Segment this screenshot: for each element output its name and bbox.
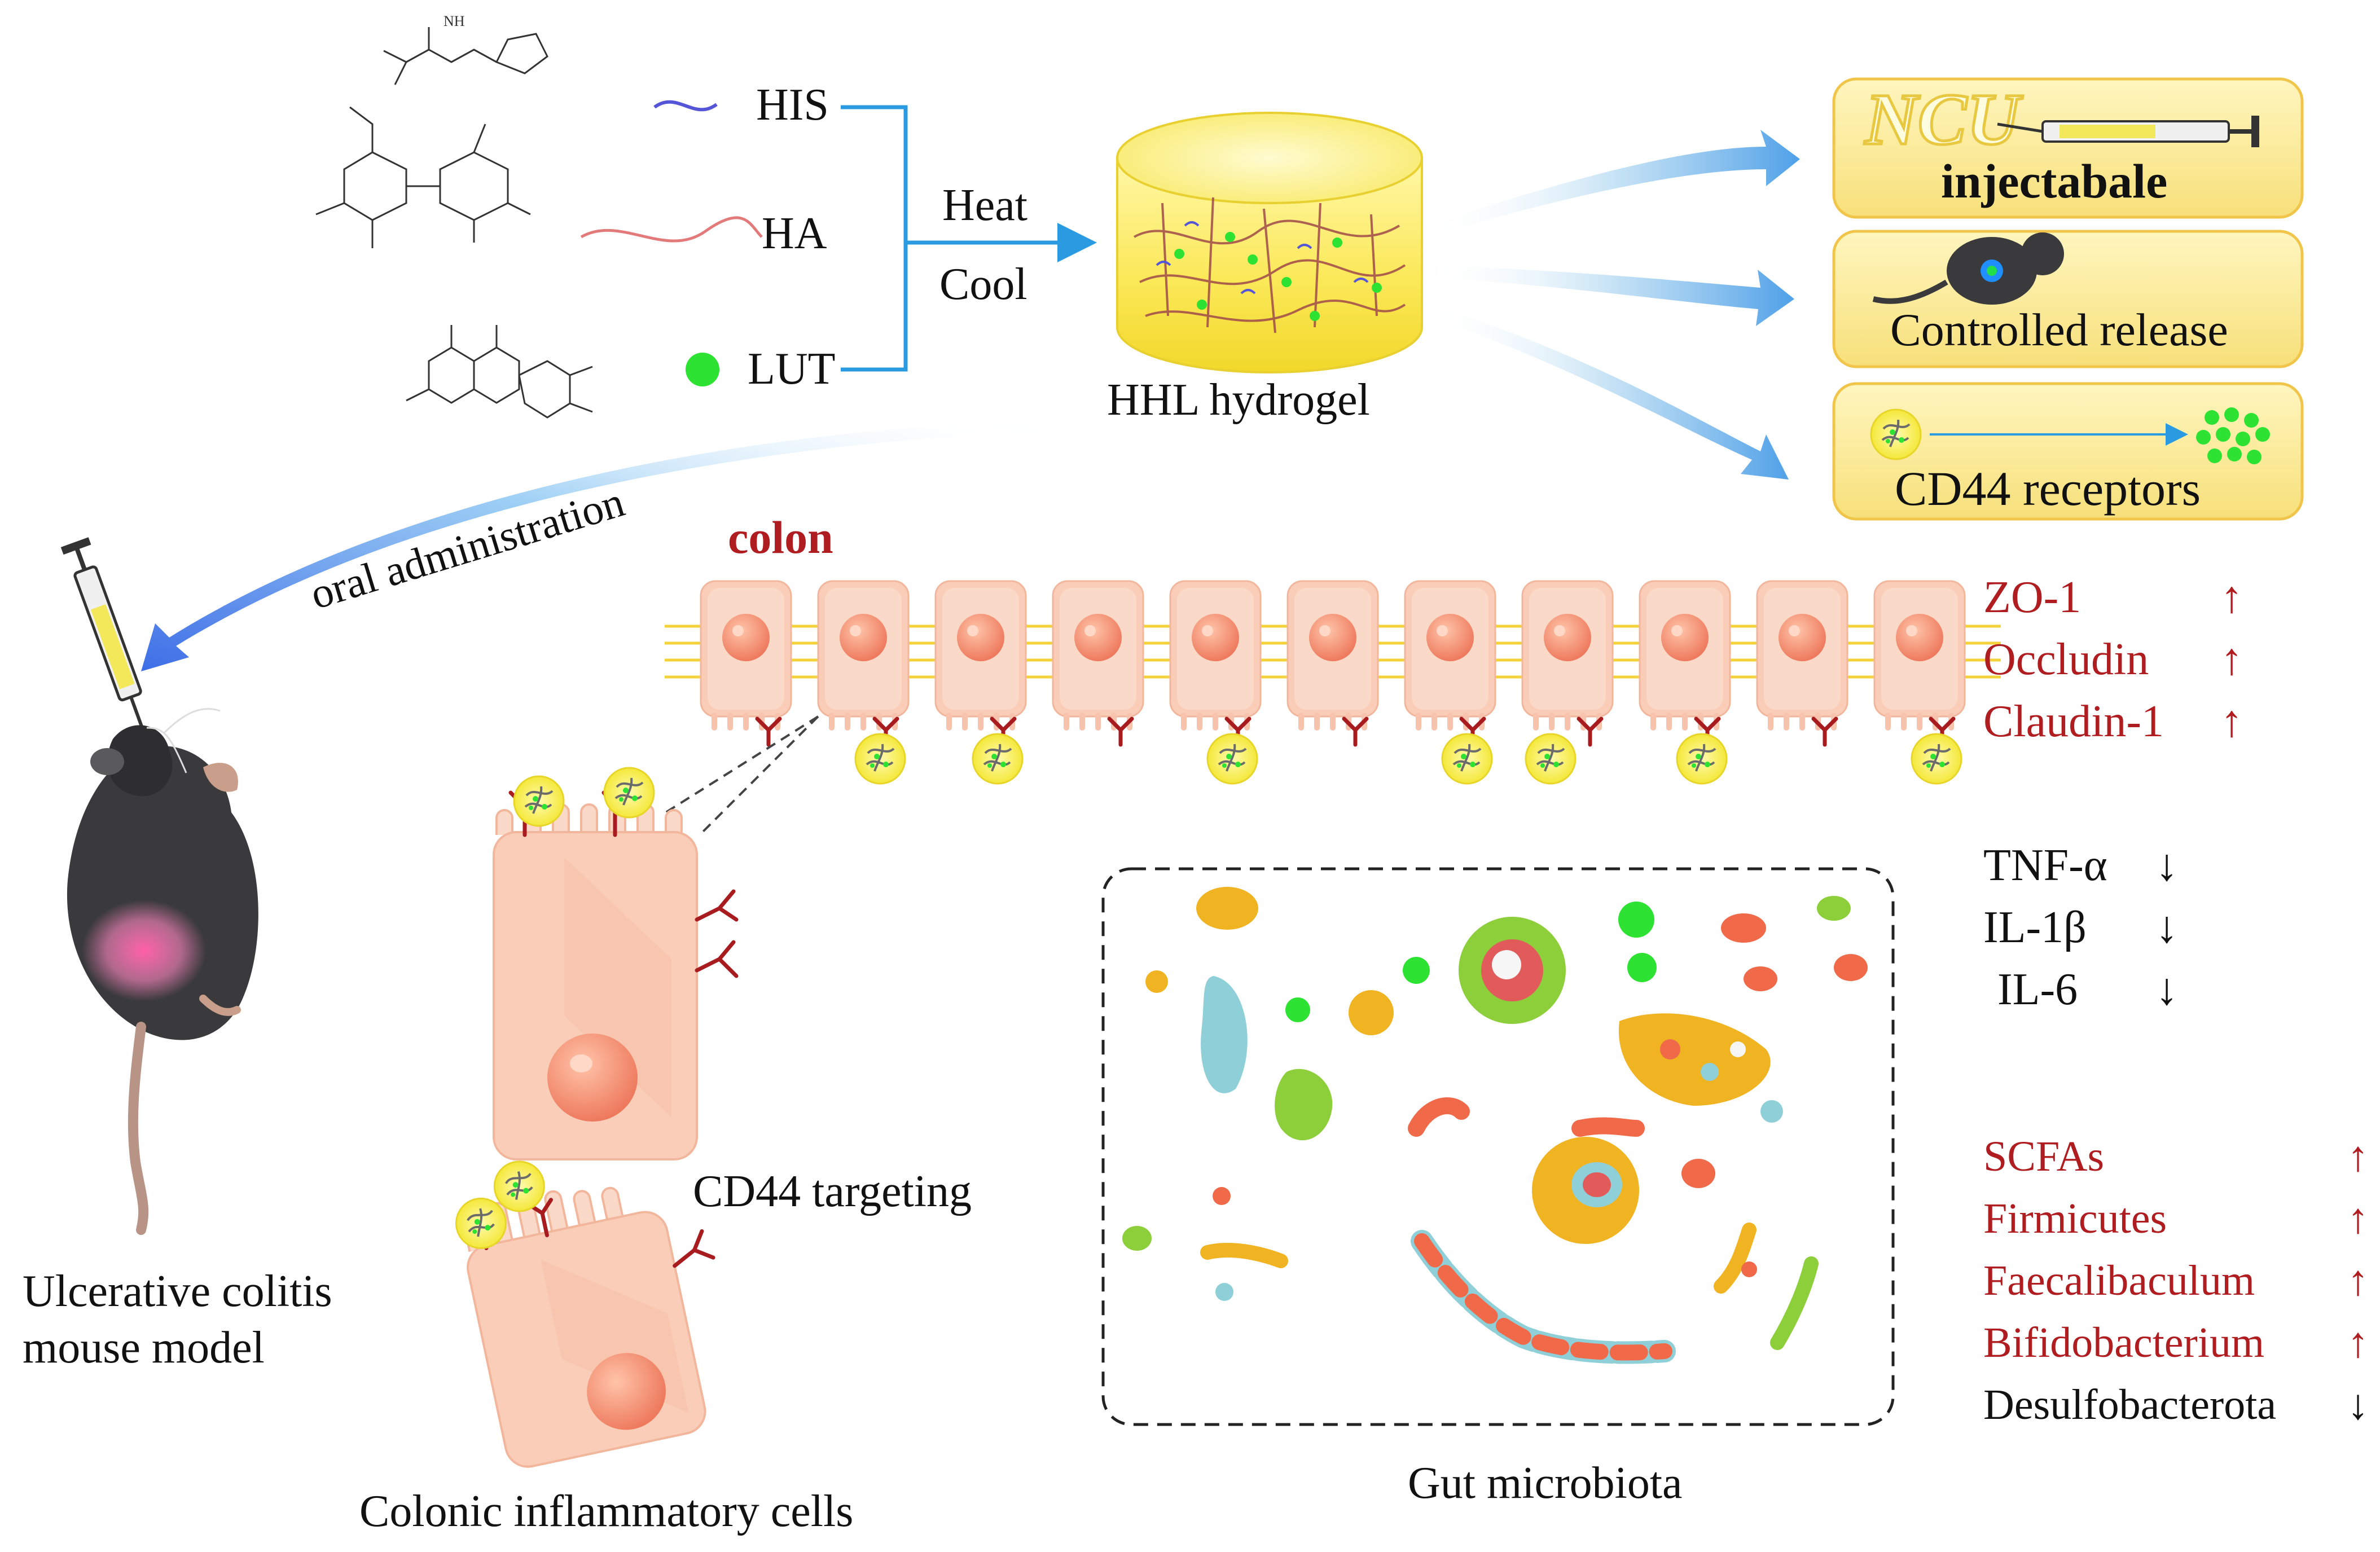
targeting-label: CD44 targeting (693, 1167, 972, 1216)
microbiota-markers: SCFAs ↑ Firmicutes ↑ Faecalibaculum ↑ Bi… (1983, 1133, 2369, 1428)
cd44-label: CD44 receptors (1895, 461, 2201, 516)
inflammatory-cell (450, 1155, 715, 1468)
mouse-release-icon (1872, 232, 2064, 305)
cd44-receptor (757, 719, 780, 745)
cd44-receptor (1813, 719, 1836, 745)
microbiota-faecalibaculum-arrow: ↑ (2347, 1257, 2369, 1304)
epithelial-cell (1288, 581, 1378, 728)
cytokine-il1b: IL-1β (1983, 903, 2087, 952)
marker-occludin: Occludin (1983, 635, 2149, 684)
bound-nanoparticle (1676, 733, 1728, 785)
epithelial-cell (1522, 581, 1613, 728)
microbiota-firmicutes: Firmicutes (1983, 1195, 2167, 1242)
his-molecule-label: NH (443, 13, 465, 29)
release-label: Controlled release (1890, 304, 2228, 355)
epithelial-cell (1053, 581, 1143, 728)
marker-zo1-arrow: ↑ (2220, 573, 2243, 622)
cd44-receptor (1344, 719, 1367, 745)
ha-wave-symbol (580, 216, 763, 243)
microbiota-bifidobacterium: Bifidobacterium (1983, 1319, 2264, 1366)
epithelial-cell (936, 581, 1026, 728)
cytokine-tnfa-arrow: ↓ (2155, 841, 2178, 890)
cd44-receptor (1109, 719, 1132, 745)
junction-markers: ZO-1 ↑ Occludin ↑ Claudin-1 ↑ (1983, 573, 2243, 746)
bound-nanoparticle (972, 733, 1024, 785)
epithelial-cell (818, 581, 908, 728)
epithelial-cell (1640, 581, 1730, 728)
input-bracket (841, 105, 1097, 372)
bound-nanoparticle (1441, 733, 1493, 785)
bound-nanoparticle (1911, 733, 1962, 785)
microbiota-desulfobacterota-arrow: ↓ (2347, 1381, 2369, 1428)
microbiota-scfas: SCFAs (1983, 1133, 2104, 1180)
injectable-label: injectabale (1941, 154, 2167, 208)
his-wave-symbol (653, 100, 718, 112)
cytokine-il1b-arrow: ↓ (2155, 903, 2178, 952)
heat-label: Heat (942, 181, 1027, 230)
microbiota-box (1101, 867, 1895, 1426)
cd44-receptor (1579, 719, 1601, 745)
epithelial-cell (1757, 581, 1847, 728)
bound-nanoparticle (854, 733, 906, 785)
marker-zo1: ZO-1 (1983, 573, 2081, 622)
nanoparticle-icon (1870, 408, 1922, 460)
ha-molecule-structure (315, 106, 531, 248)
oral-administration-arrow (141, 420, 1050, 671)
lut-molecule-structure (406, 325, 593, 419)
cytokine-tnfa: TNF-α (1983, 841, 2107, 890)
mouse-illustration (67, 707, 258, 1235)
mouse-label-line1: Ulcerative colitis (23, 1267, 332, 1316)
ncu-logo: NCU (1864, 79, 2023, 160)
property-release-box: Controlled release (1832, 230, 2304, 368)
epithelial-cell (1405, 581, 1495, 728)
colon-title: colon (728, 512, 833, 563)
property-cd44-box: CD44 receptors (1832, 382, 2304, 521)
inflammatory-label: Colonic inflammatory cells (359, 1487, 853, 1536)
microbiota-label: Gut microbiota (1408, 1458, 1683, 1508)
hydrogel-cylinder (1116, 112, 1423, 373)
ha-label: HA (762, 209, 827, 258)
zoom-lines (665, 715, 819, 836)
colon-epithelium-row (665, 581, 2001, 785)
cytokine-il6-arrow: ↓ (2155, 965, 2178, 1014)
released-lut-dots (2196, 407, 2270, 464)
mouse-label-line2: mouse model (23, 1323, 265, 1373)
property-beams (1428, 130, 1800, 480)
cytokine-il6: IL-6 (1997, 965, 2078, 1014)
epithelial-cell (701, 581, 791, 728)
property-injectable-box: NCU injectabale (1832, 77, 2304, 219)
bound-nanoparticle (1206, 733, 1258, 785)
marker-occludin-arrow: ↑ (2220, 635, 2243, 684)
lut-label: LUT (748, 344, 836, 394)
microbiota-bifidobacterium-arrow: ↑ (2347, 1319, 2369, 1366)
microbiota-scfas-arrow: ↑ (2347, 1133, 2369, 1180)
marker-claudin1: Claudin-1 (1983, 697, 2164, 746)
hydrogel-label: HHL hydrogel (1107, 375, 1370, 425)
syringe-oral-icon (60, 537, 146, 735)
microbiota-faecalibaculum: Faecalibaculum (1983, 1257, 2255, 1304)
cytokine-markers: TNF-α ↓ IL-1β ↓ IL-6 ↓ (1983, 841, 2178, 1014)
his-label: HIS (756, 80, 829, 130)
targeting-cell (493, 767, 739, 1160)
marker-claudin1-arrow: ↑ (2220, 697, 2243, 746)
cool-label: Cool (939, 260, 1027, 309)
epithelial-cell (1874, 581, 1965, 728)
bound-nanoparticle (1525, 733, 1577, 785)
microbiota-desulfobacterota: Desulfobacterota (1983, 1381, 2276, 1428)
microbiota-firmicutes-arrow: ↑ (2347, 1195, 2369, 1242)
syringe-icon (1997, 116, 2259, 147)
his-molecule-structure (383, 27, 548, 85)
lut-dot-symbol (686, 353, 719, 386)
epithelial-cell (1170, 581, 1261, 728)
microbiota-illustration (1122, 887, 1868, 1364)
